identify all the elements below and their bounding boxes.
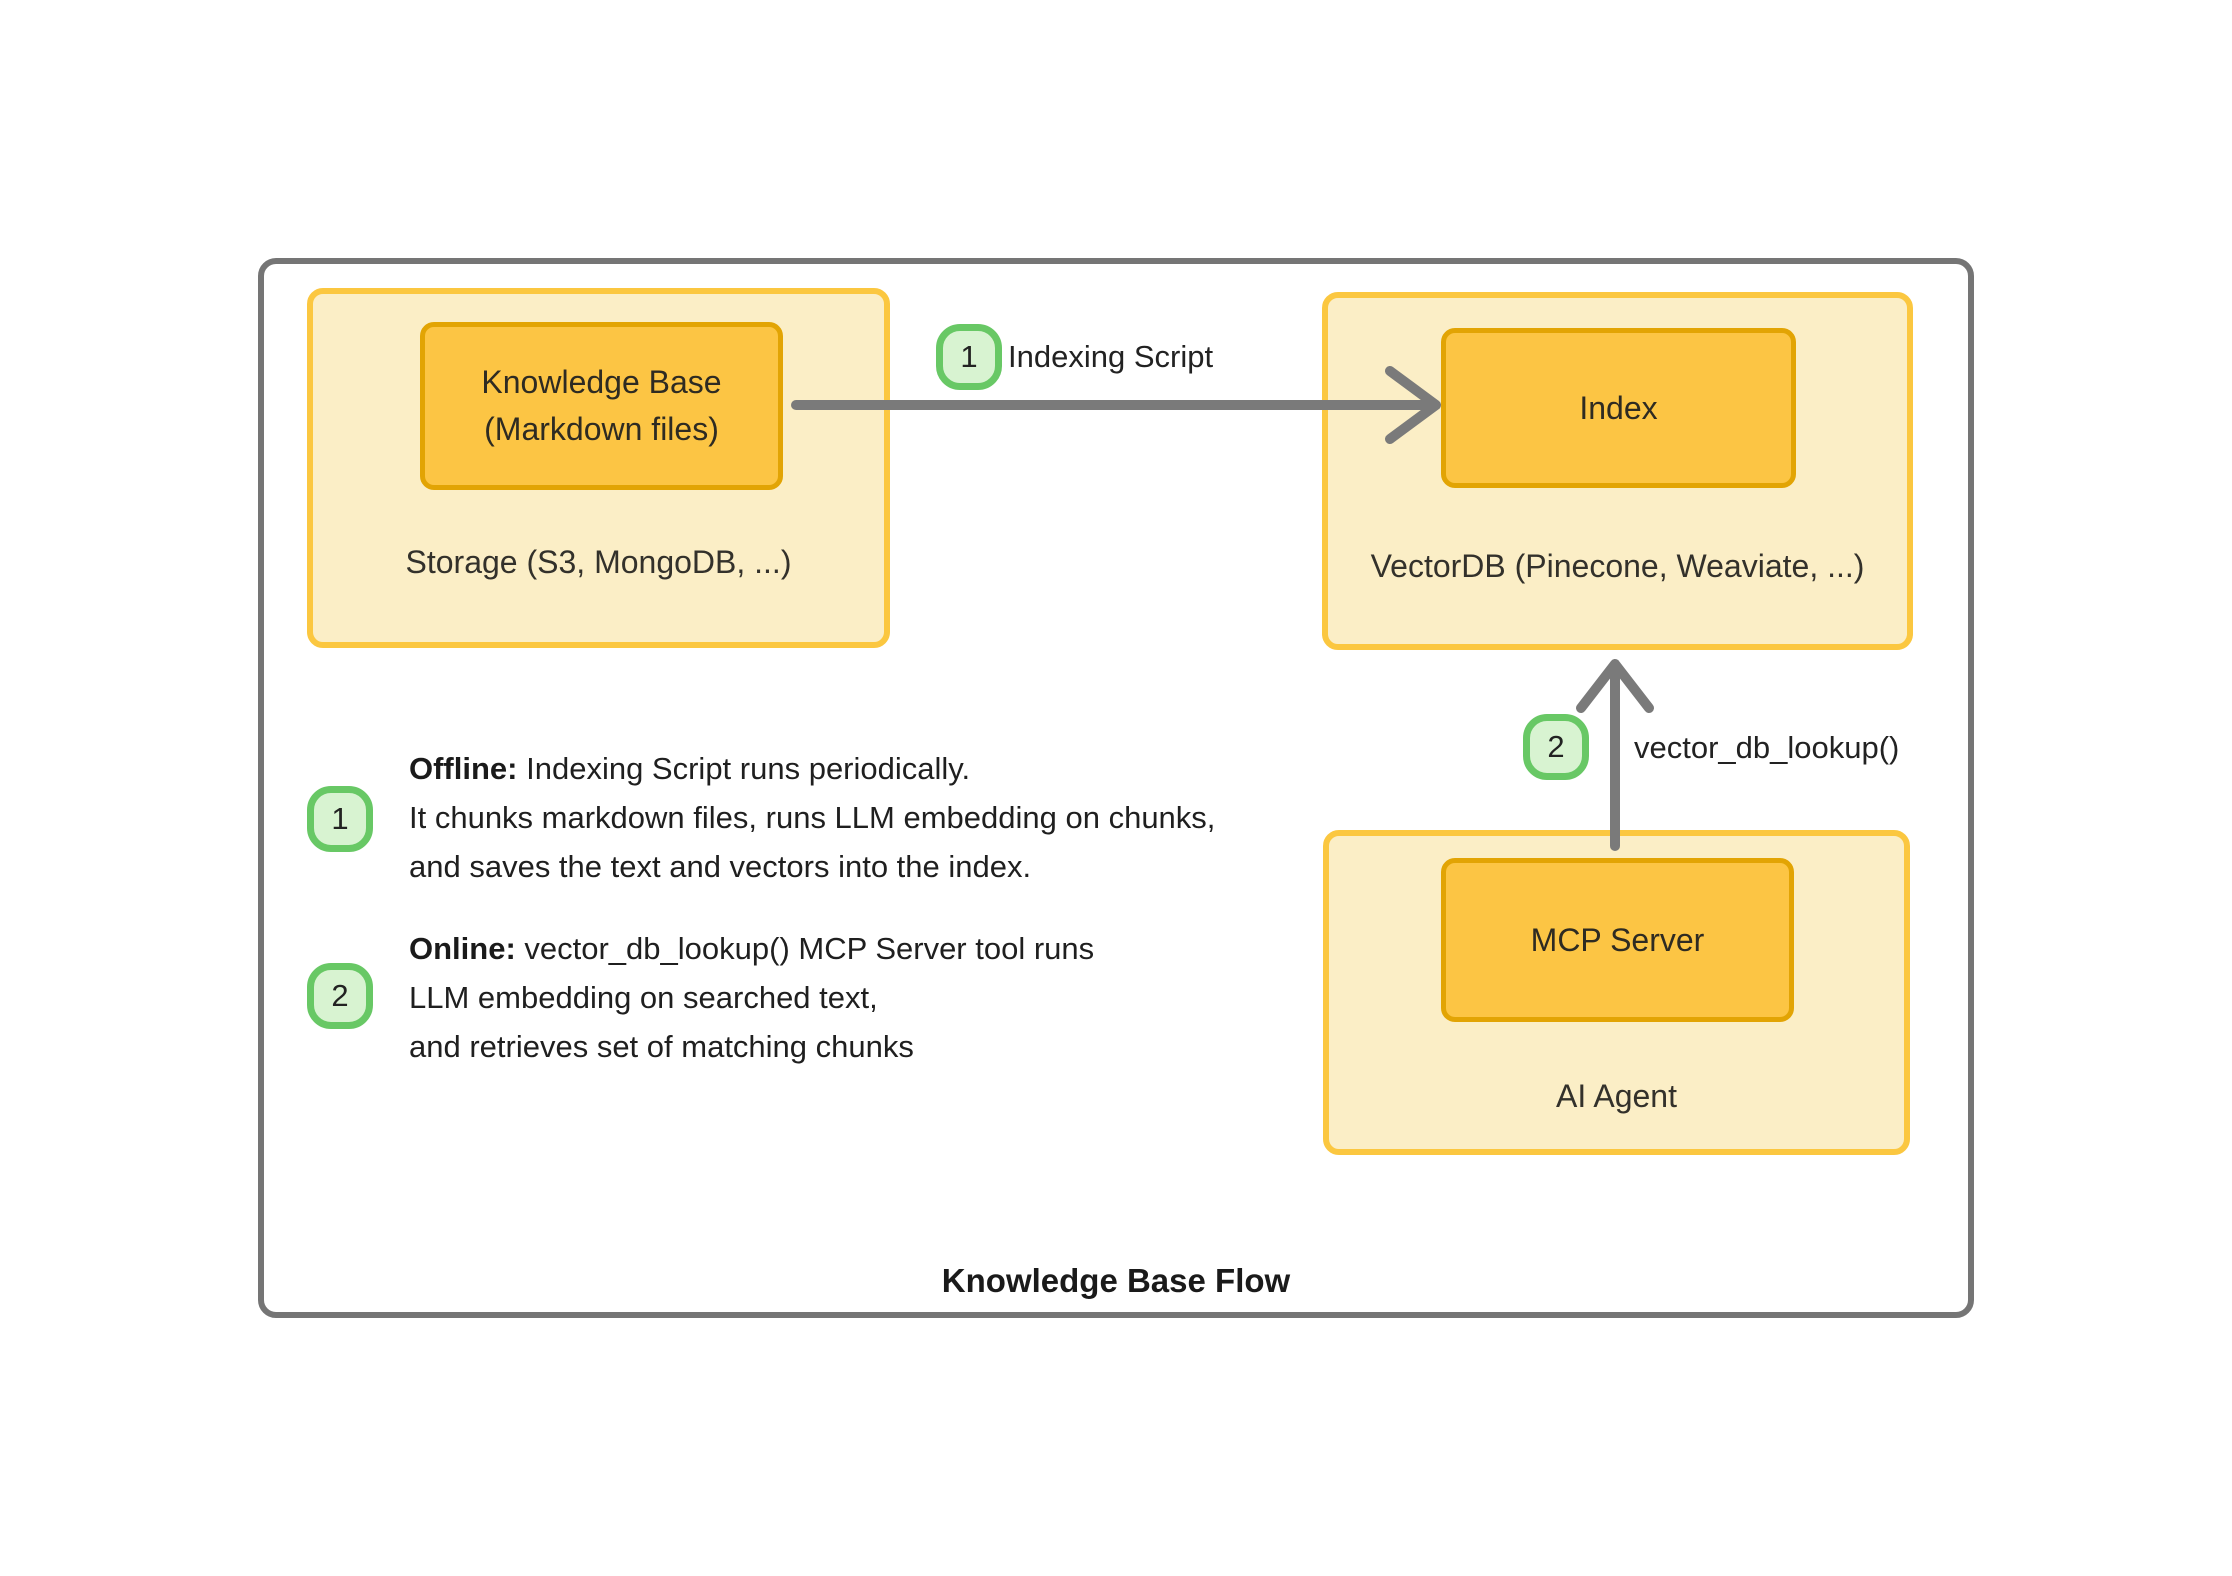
annotation-offline-line2: It chunks markdown files, runs LLM embed… <box>409 800 1216 835</box>
storage-group-box: Knowledge Base (Markdown files) Storage … <box>307 288 890 648</box>
storage-group-label: Storage (S3, MongoDB, ...) <box>405 544 792 580</box>
vectordb-group-box: Index VectorDB (Pinecone, Weaviate, ...) <box>1322 292 1913 650</box>
knowledge-base-node: Knowledge Base (Markdown files) <box>420 322 783 490</box>
annotation-offline-lead: Offline: <box>409 751 518 786</box>
step-2-badge: 2 <box>1523 714 1589 780</box>
vectordb-group-label: VectorDB (Pinecone, Weaviate, ...) <box>1370 548 1865 584</box>
annotation-online: Online: vector_db_lookup() MCP Server to… <box>409 924 1094 1071</box>
knowledge-base-label-line2: (Markdown files) <box>484 411 719 447</box>
mcp-server-label: MCP Server <box>1530 921 1705 958</box>
ai-agent-group-box: MCP Server AI Agent <box>1323 830 1910 1155</box>
ai-agent-group-label: AI Agent <box>1556 1078 1677 1114</box>
annotation-offline-line1-rest: Indexing Script runs periodically. <box>517 751 971 786</box>
annotation-online-line1-rest: vector_db_lookup() MCP Server tool runs <box>515 931 1095 966</box>
annotation-offline-line3: and saves the text and vectors into the … <box>409 849 1032 884</box>
indexing-script-label: Indexing Script <box>1008 339 1214 374</box>
index-node: Index <box>1441 328 1796 488</box>
annotation-1-badge: 1 <box>307 786 373 852</box>
mcp-server-node: MCP Server <box>1441 858 1794 1022</box>
index-label: Index <box>1579 389 1658 426</box>
annotation-offline: Offline: Indexing Script runs periodical… <box>409 744 1215 891</box>
annotation-online-lead: Online: <box>409 931 516 966</box>
diagram-title: Knowledge Base Flow <box>941 1262 1291 1299</box>
annotation-online-line3: and retrieves set of matching chunks <box>409 1029 914 1064</box>
annotation-online-line1: Online: vector_db_lookup() MCP Server to… <box>409 924 1094 973</box>
annotation-2-badge: 2 <box>307 963 373 1029</box>
step-1-badge: 1 <box>936 324 1002 390</box>
annotation-online-line2: LLM embedding on searched text, <box>409 980 878 1015</box>
annotation-offline-line1: Offline: Indexing Script runs periodical… <box>409 744 1215 793</box>
vector-db-lookup-label: vector_db_lookup() <box>1634 730 1900 765</box>
knowledge-base-label-line1: Knowledge Base <box>481 364 722 400</box>
